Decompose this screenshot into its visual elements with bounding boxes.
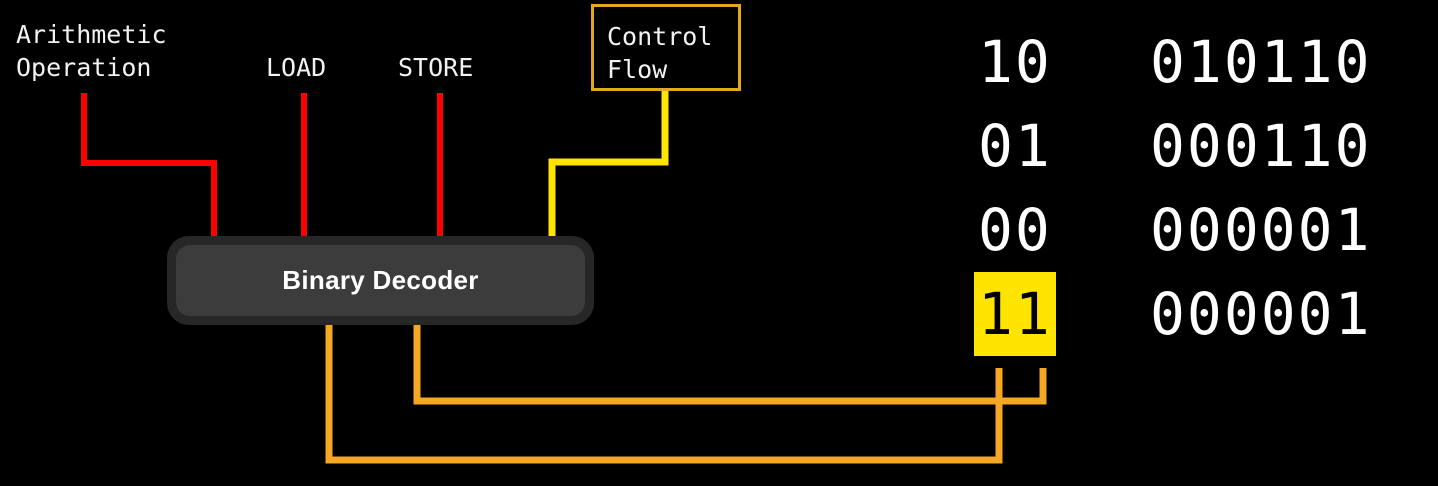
binary-value-cell: 000110: [1150, 112, 1372, 180]
binary-value-cell: 000001: [1150, 196, 1372, 264]
binary-selector-cell: 11: [974, 272, 1056, 356]
wire-arithmetic-operation: [81, 93, 217, 238]
binary-decoder-node[interactable]: Binary Decoder: [167, 236, 594, 325]
wire-control-flow: [548, 91, 669, 238]
binary-selector-cell: 00: [978, 196, 1052, 264]
binary-selector-cell: 01: [978, 112, 1052, 180]
input-label-arithmetic-operation: Arithmetic Operation: [16, 20, 167, 82]
control-flow-box[interactable]: Control Flow: [591, 4, 741, 91]
binary-selector-cell: 10: [978, 28, 1052, 96]
control-flow-label: Control Flow: [607, 22, 713, 84]
input-label-load: LOAD: [266, 53, 327, 82]
input-label-store: STORE: [398, 53, 474, 82]
wire-output-outer: [325, 324, 1003, 464]
binary-decoder-inner-panel: Binary Decoder: [176, 245, 585, 316]
binary-value-cell: 000001: [1150, 280, 1372, 348]
wire-output-inner: [413, 324, 1047, 405]
binary-value-cell: 010110: [1150, 28, 1372, 96]
binary-decoder-label: Binary Decoder: [282, 265, 479, 295]
